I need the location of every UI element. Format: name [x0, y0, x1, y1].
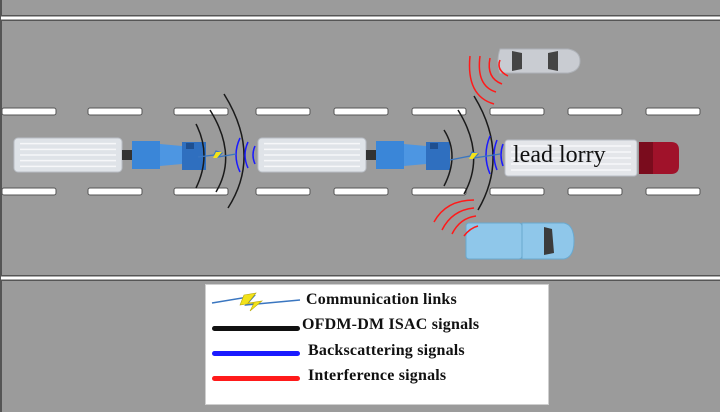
lane-markings-upper [1, 107, 701, 116]
interference-arc [468, 55, 495, 105]
black-line-swatch [212, 326, 300, 331]
interference-arc [498, 59, 509, 77]
ofdm-arc [473, 95, 494, 211]
lane-dash [645, 187, 701, 196]
cab-front [653, 142, 679, 174]
lead-lorry [504, 139, 679, 177]
backscatter-arc [235, 137, 241, 173]
ofdm-arc [209, 109, 227, 193]
ofdm-arc [443, 129, 453, 187]
legend-item-communication-links: Communication links [206, 289, 548, 313]
legend-label: Backscattering signals [308, 342, 465, 359]
lane-markings-lower [1, 187, 701, 196]
cab-mid [404, 144, 426, 166]
cab-rear [639, 142, 653, 174]
lane-dash [173, 107, 229, 116]
lane-dash [333, 107, 389, 116]
lightning-icon [211, 292, 301, 312]
cab-mid [160, 144, 182, 166]
hitch [122, 150, 132, 160]
hitch [366, 150, 376, 160]
ofdm-arc [223, 93, 245, 209]
backscatter-arc [244, 141, 249, 169]
lane-dash [411, 107, 467, 116]
lane-dash [411, 187, 467, 196]
interference-arc [433, 199, 475, 223]
ofdm-arc [195, 123, 205, 189]
pickup-bed [465, 222, 523, 260]
lane-dash [567, 107, 623, 116]
windshield [544, 227, 554, 255]
follower-lorry-2 [257, 137, 450, 173]
road-bottom-border-white [1, 276, 720, 280]
interference-arc [441, 207, 475, 231]
legend-label: OFDM-DM ISAC signals [302, 316, 480, 333]
interference-arc [488, 57, 503, 85]
cab-rear [376, 141, 404, 169]
rear-window [512, 51, 522, 71]
cab-window [430, 143, 438, 149]
lane-dash [333, 187, 389, 196]
legend-label: Interference signals [308, 367, 447, 384]
legend-item-backscattering: Backscattering signals [206, 342, 548, 366]
lane-dash [87, 107, 143, 116]
lane-dash [567, 187, 623, 196]
lane-dash [645, 107, 701, 116]
car-body [497, 48, 581, 74]
signals [195, 55, 509, 237]
backscatter-arc [485, 135, 491, 175]
cab-rear [132, 141, 160, 169]
lane-dash [1, 187, 57, 196]
lead-lorry-label: lead lorry [513, 142, 606, 168]
red-line-swatch [212, 376, 300, 381]
legend-item-ofdm-dm-isac: OFDM-DM ISAC signals [206, 316, 548, 340]
lightning-icon [213, 152, 222, 158]
lane-dash [489, 187, 545, 196]
lane-dash [1, 107, 57, 116]
interference-arc [451, 215, 477, 235]
road-left-edge [0, 0, 2, 412]
lane-dash [489, 107, 545, 116]
interference-arc [463, 225, 479, 237]
lane-dash [87, 187, 143, 196]
car-top [497, 48, 581, 74]
legend-label: Communication links [306, 291, 457, 308]
cab-window [186, 143, 194, 149]
lightning-icon [469, 153, 478, 159]
backscatter-arc [500, 143, 504, 167]
pickup-bottom [465, 222, 575, 260]
lane-dash [255, 187, 311, 196]
legend-item-interference: Interference signals [206, 367, 548, 391]
road-top-border-white [1, 16, 720, 20]
lane-dash [173, 187, 229, 196]
windshield [548, 51, 558, 71]
legend: Communication links OFDM-DM ISAC signals… [205, 284, 549, 405]
backscatter-arc [252, 145, 256, 165]
blue-line-swatch [212, 351, 300, 356]
interference-arc [478, 55, 497, 93]
follower-lorry-1 [13, 137, 206, 173]
lane-dash [255, 107, 311, 116]
